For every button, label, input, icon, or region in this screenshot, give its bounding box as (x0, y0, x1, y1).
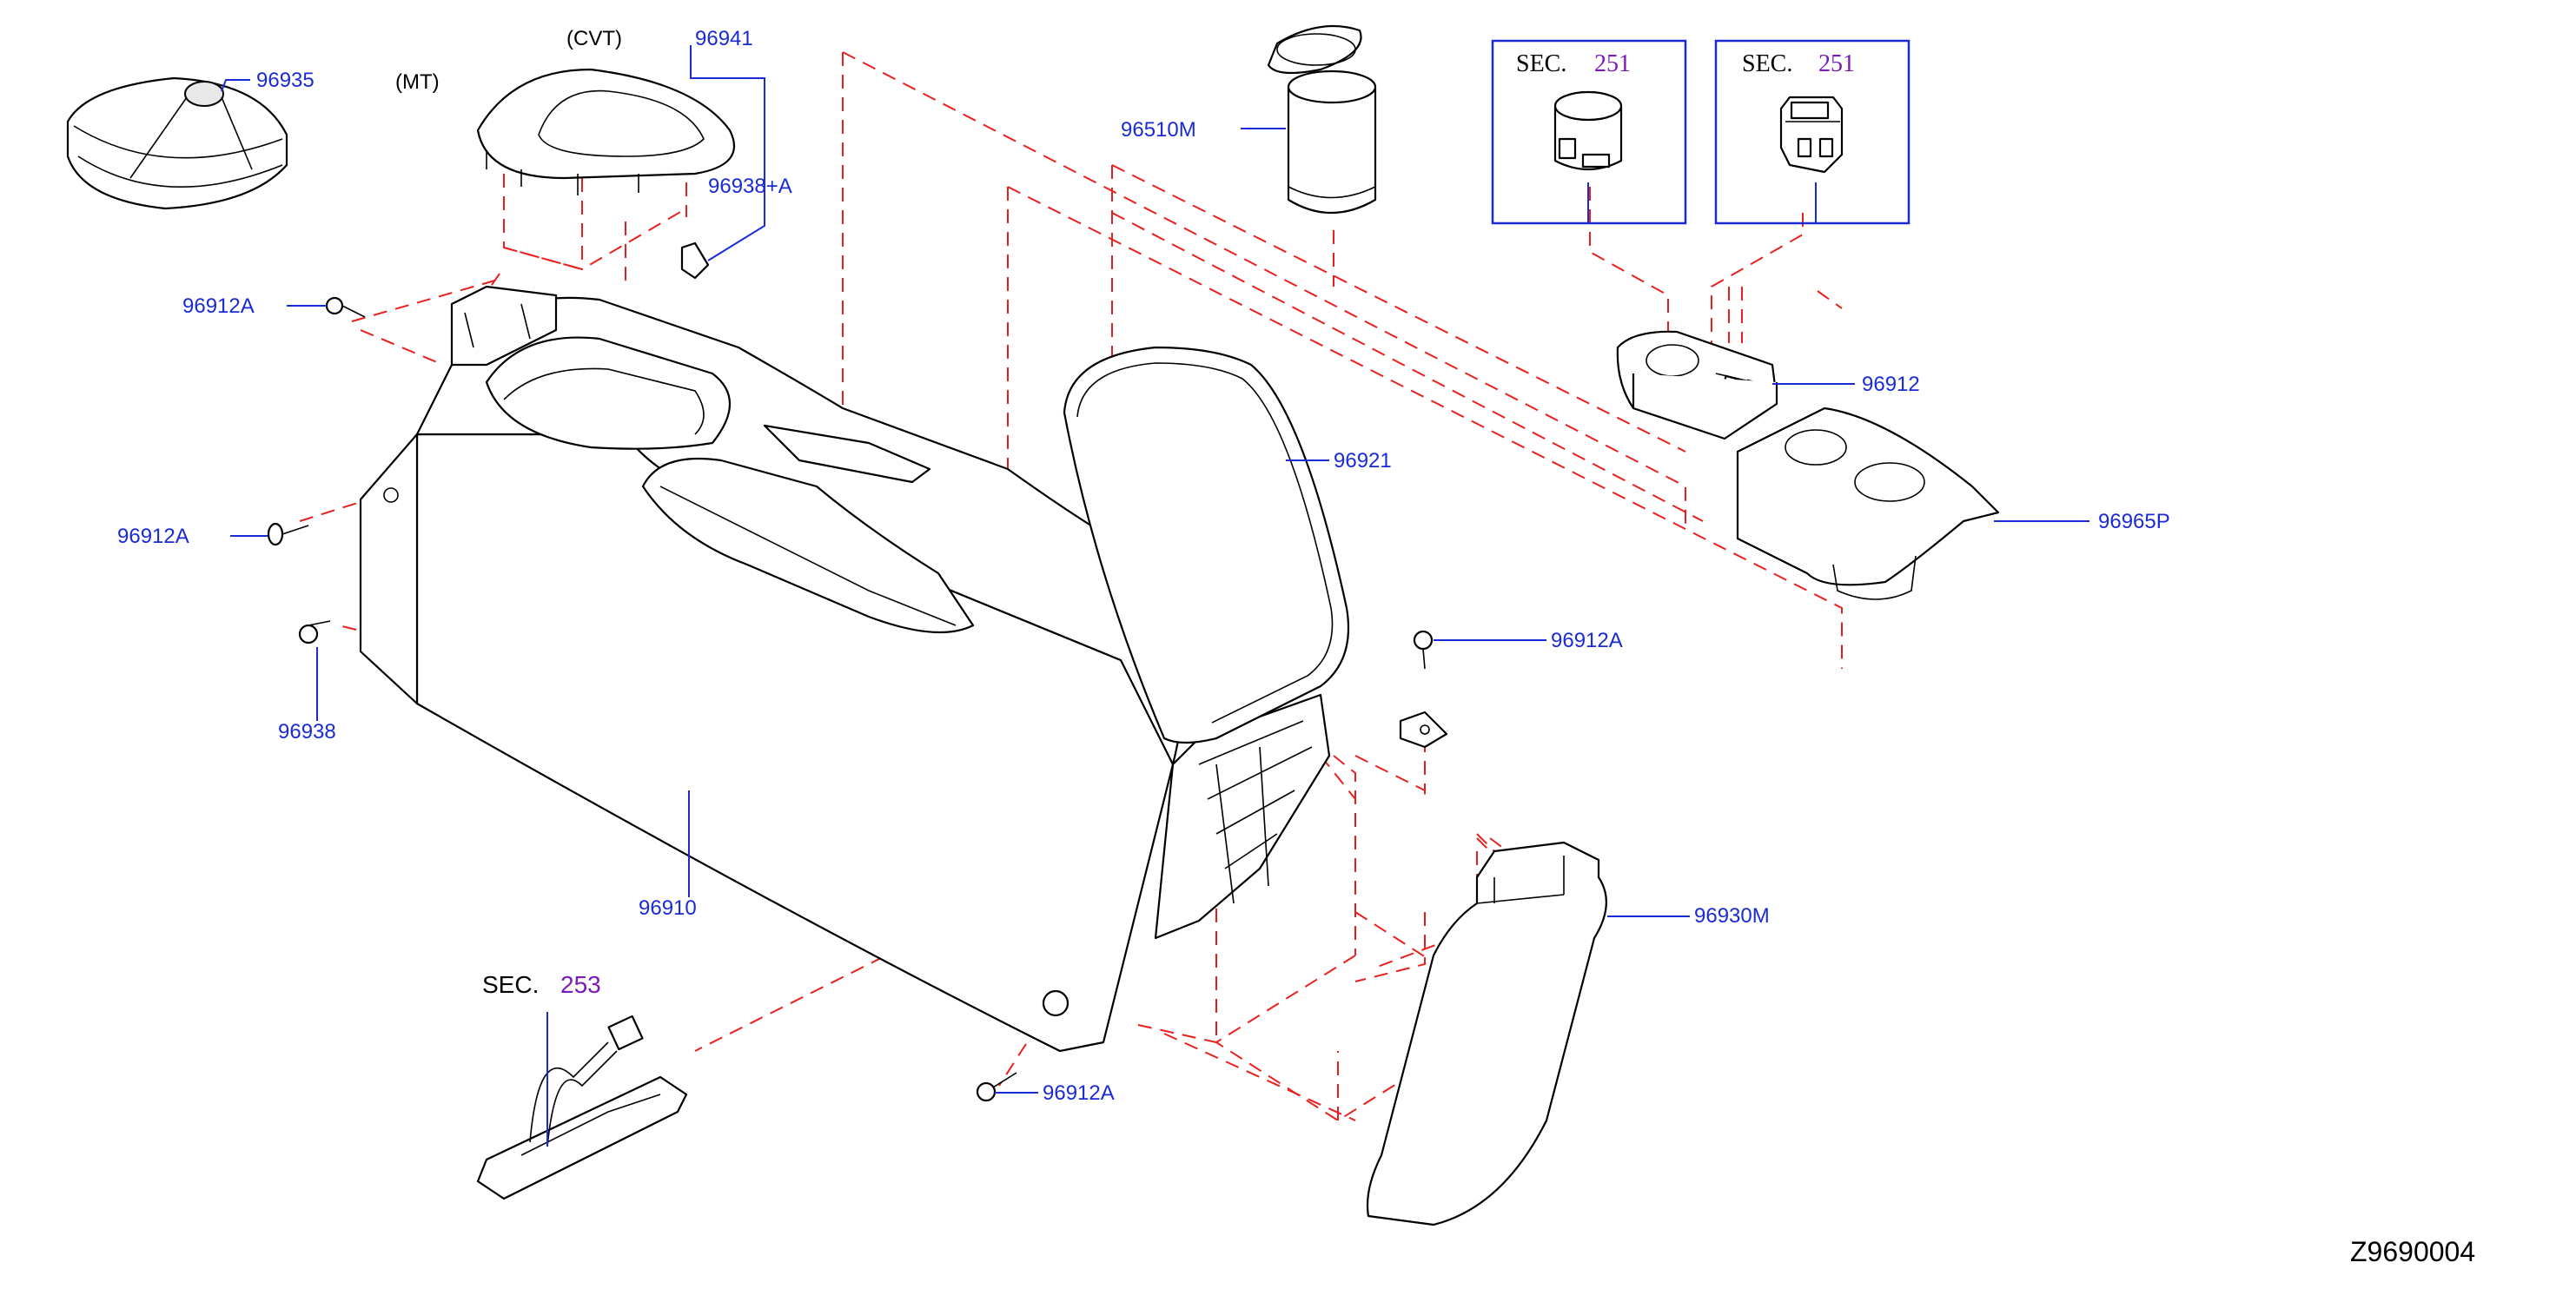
part-96921-armrest-lid (1063, 346, 1350, 744)
part-96965p-cup-holder (1736, 407, 2000, 600)
callout-96921: 96921 (1334, 449, 1392, 473)
part-96930m-rear-panel (1366, 841, 1607, 1226)
callout-96912a: 96912A (117, 525, 189, 548)
callout-96910: 96910 (639, 896, 697, 920)
section-box-251-left: SEC. 251 (1491, 39, 1687, 225)
callout-96938: 96938 (278, 720, 336, 744)
diagram-code: Z9690004 (2350, 1236, 2475, 1267)
callout-96912a: 96912A (1043, 1081, 1115, 1105)
label-cvt: (CVT) (566, 27, 622, 50)
callouts: 96935 (MT) (CVT) 96941 96938+A 96912A 96… (117, 27, 2475, 1267)
callout-96941: 96941 (695, 27, 753, 50)
callout-96912a: 96912A (1551, 629, 1623, 652)
callout-96912: 96912 (1862, 373, 1920, 396)
part-96935-shift-boot (66, 76, 288, 210)
leader-lines (221, 45, 2089, 1147)
part-96510m-cup (1267, 24, 1377, 214)
section-label: SEC. (1742, 50, 1792, 77)
part-96912-switch-bezel (1616, 330, 1778, 440)
callout-96935: 96935 (256, 69, 315, 92)
callout-96930m: 96930M (1694, 904, 1770, 928)
label-mt: (MT) (395, 70, 440, 94)
section-number: 251 (1594, 50, 1631, 77)
callout-96938a: 96938+A (708, 175, 792, 198)
section-box-251-right: SEC. 251 (1714, 39, 1910, 225)
section-number: 253 (560, 971, 601, 998)
callout-96965p: 96965P (2098, 510, 2170, 533)
callout-96912a: 96912A (182, 294, 255, 318)
section-number: 251 (1818, 50, 1855, 77)
part-96941-shift-finisher (476, 68, 735, 280)
section-label: SEC. (482, 971, 539, 998)
section-label: SEC. (1516, 50, 1566, 77)
part-96910-console-body (359, 285, 1331, 1053)
screws (267, 296, 1448, 1102)
callout-96510m: 96510M (1121, 118, 1196, 142)
part-sec253-harness (476, 1015, 688, 1200)
